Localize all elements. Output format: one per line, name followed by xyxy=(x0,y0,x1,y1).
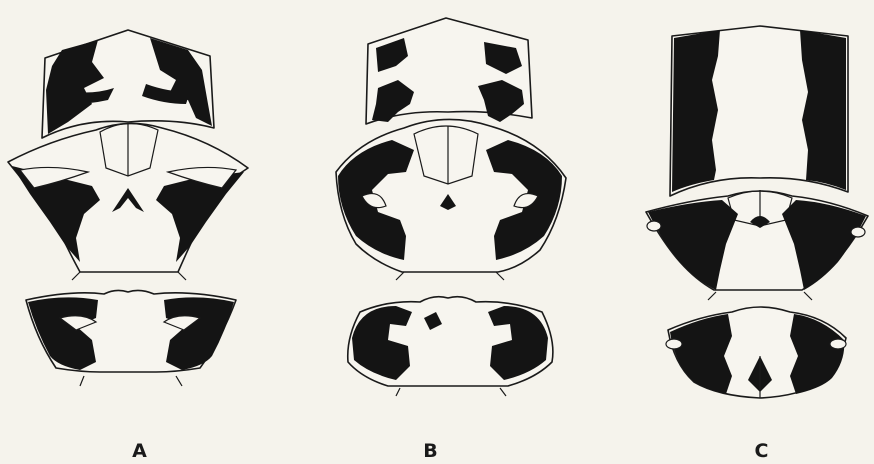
specimen-b xyxy=(336,18,566,396)
specimen-a-mesonotum xyxy=(8,123,248,280)
specimen-a-pronotum xyxy=(42,30,214,138)
specimen-c-mesonotum xyxy=(646,190,868,300)
figure-label-c: C xyxy=(747,440,777,462)
specimen-b-pronotum xyxy=(366,18,532,124)
specimen-a xyxy=(8,30,248,386)
specimen-b-metanotum xyxy=(348,297,553,396)
figure-label-b: B xyxy=(416,440,446,462)
specimen-c-pronotum xyxy=(670,26,848,196)
figure-label-a: A xyxy=(125,440,155,462)
specimen-a-metanotum xyxy=(26,290,236,386)
specimen-b-mesonotum xyxy=(336,119,566,280)
specimen-c xyxy=(646,26,868,398)
specimen-c-metanotum xyxy=(666,307,846,398)
